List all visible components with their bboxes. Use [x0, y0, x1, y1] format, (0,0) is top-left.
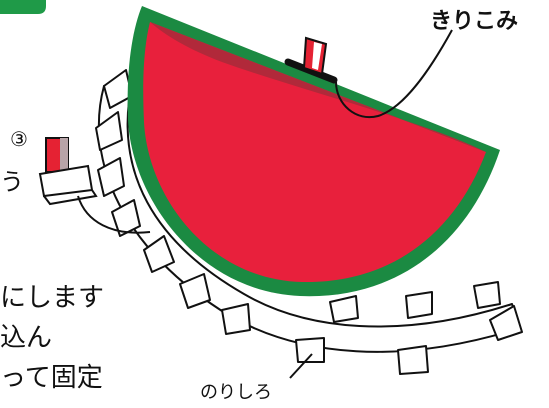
step-3-tab-illustration: [38, 137, 151, 234]
instruction-fragment: って固定: [0, 363, 103, 393]
glue-tab: [97, 157, 125, 197]
glue-tab: [143, 235, 175, 273]
instruction-fragment: う: [0, 168, 24, 196]
step-number: ③: [10, 127, 28, 151]
kirikomi-leader-line: [335, 29, 453, 119]
corner-logo-mark: [0, 0, 46, 14]
glue-tab: [397, 345, 429, 375]
glue-tab: [111, 199, 141, 237]
watermelon-flesh-shadow: [150, 22, 486, 152]
glue-tab: [473, 281, 501, 309]
glue-tab: [179, 273, 211, 309]
kirikomi-label: きりこみ: [430, 9, 518, 34]
step-arrow-line: [77, 195, 151, 234]
glue-tab: [405, 291, 433, 319]
norishiro-label: のりしろ: [200, 382, 272, 403]
watermelon-slice: [127, 6, 501, 297]
glue-tab: [221, 303, 251, 335]
glue-tab: [489, 305, 523, 341]
glue-tab: [295, 337, 325, 363]
norishiro-leader-line: [289, 353, 313, 379]
glue-tab: [329, 295, 359, 323]
norishiro-strip: [95, 69, 523, 375]
glue-tab: [95, 111, 123, 151]
watermelon-flesh: [143, 22, 486, 283]
instruction-fragment: にします: [0, 283, 104, 313]
instruction-fragment: 込ん: [0, 323, 52, 353]
